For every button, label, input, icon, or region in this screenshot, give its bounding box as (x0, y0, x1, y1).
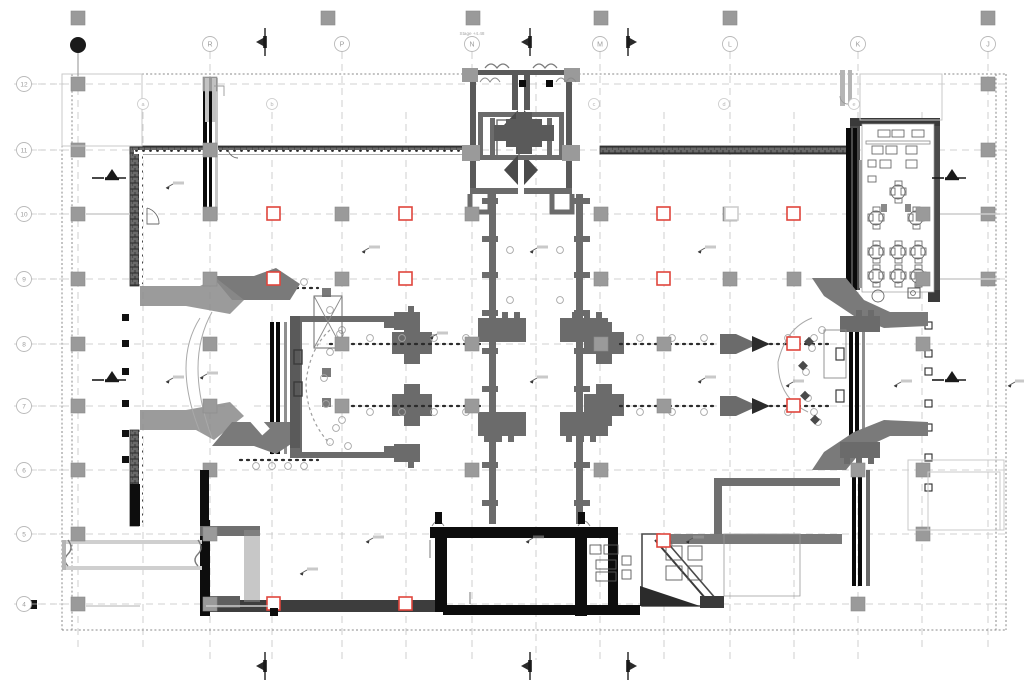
section-marker[interactable] (520, 27, 533, 57)
section-marker[interactable] (625, 27, 638, 57)
grid-bubble-label: c (593, 102, 596, 108)
upper-right-shaft (839, 70, 852, 106)
grid-bubble-label: L (728, 42, 732, 49)
room-tag (529, 375, 549, 385)
level-marker (91, 168, 127, 181)
left-apse (140, 268, 420, 468)
grid-bubble-label: 12 (20, 82, 28, 89)
room-tag (165, 181, 185, 191)
room-tag (785, 379, 805, 389)
room-tag (165, 375, 185, 385)
room-tag (299, 567, 319, 577)
grid-bubble-label: K (856, 42, 861, 49)
grid-bubble-label: 8 (22, 342, 26, 349)
grid-bubble-label: N (469, 42, 474, 49)
room-tag (893, 379, 913, 389)
level-marker (91, 370, 127, 384)
room-tag (697, 375, 717, 385)
section-markers-bottom[interactable] (255, 651, 638, 681)
grid-bubble-label: P (340, 42, 345, 49)
left-black-markers (28, 314, 129, 609)
grid-bubble-label: d (722, 102, 725, 108)
room-tag (199, 371, 219, 381)
grid-bubble-label: 4 (22, 602, 26, 609)
glazing-lines (86, 213, 1000, 607)
section-marker[interactable] (520, 651, 533, 681)
grid-bubble-label: J (986, 42, 990, 49)
lower-left-wing (62, 526, 260, 608)
room-tag (1007, 379, 1024, 389)
grid-bubble-label: 5 (22, 532, 26, 539)
arcade-colonnade (238, 246, 832, 470)
service-block (589, 478, 842, 608)
level-markers (91, 168, 967, 384)
grid-bubble-label: 7 (22, 404, 26, 411)
room-tag (365, 535, 385, 545)
grid-bubble-label: M (597, 42, 603, 49)
grid-bubble-label: 6 (22, 468, 26, 475)
room-tag (361, 245, 381, 255)
section-marker[interactable] (625, 651, 638, 681)
section-markers-top[interactable] (255, 27, 638, 57)
grid-bubble-label: e (852, 102, 855, 108)
grid-bubble-label: 11 (21, 148, 28, 155)
central-core (462, 63, 580, 215)
level-marker (931, 370, 967, 384)
section-marker[interactable] (255, 651, 268, 681)
dark-wall-segments (130, 470, 278, 616)
north-marker (70, 37, 86, 76)
right-white-markers (924, 321, 933, 492)
grid-bubbles-inner: a b c d e (137, 98, 860, 110)
misc-black-ticks (435, 512, 585, 524)
stage-level-annotation: Stage +4.48 (460, 31, 485, 36)
right-apse (777, 278, 928, 470)
grid-bubbles-top: R P N M L K J (202, 36, 996, 52)
grid-bubbles-left: 12 11 10 9 8 7 6 5 4 (16, 76, 64, 612)
room-tag (529, 245, 549, 255)
south-outline (907, 459, 1005, 531)
cruciform-piers (392, 312, 770, 442)
grid-bubble-label: b (270, 102, 273, 108)
upper-left-shaft (205, 78, 225, 122)
grid-bubble-label: a (141, 102, 145, 108)
grid-bubble-label: R (207, 42, 212, 49)
grid-bubble-label: 9 (22, 277, 26, 284)
grid-bubble-label: 10 (20, 212, 28, 219)
room-tag (697, 245, 717, 255)
section-marker[interactable] (255, 27, 268, 57)
room-tag (429, 331, 449, 341)
upper-light-boxes (61, 73, 943, 147)
